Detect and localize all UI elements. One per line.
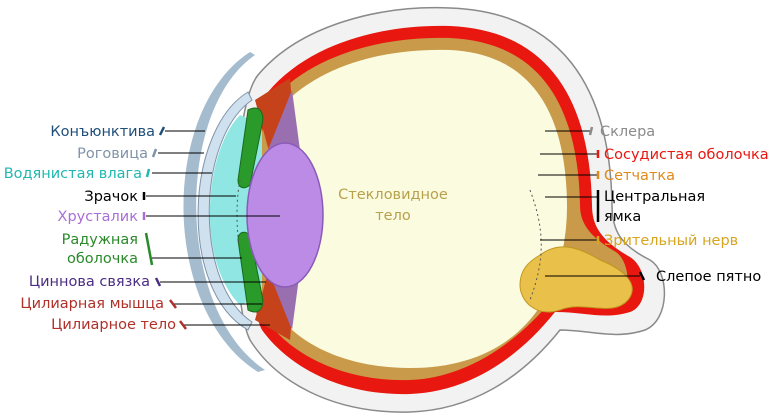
tick-zonule	[154, 277, 162, 287]
label-ticks	[142, 126, 646, 330]
leader-lines	[146, 130, 640, 326]
tick-sclera	[588, 126, 594, 136]
blind-spot-dots	[529, 189, 542, 301]
label-choroid: Сосудистая оболочка	[604, 147, 769, 163]
lens-shape	[246, 142, 324, 288]
tick-conjunctiva	[158, 126, 166, 136]
vitreous-body	[265, 49, 567, 369]
cornea-shape	[197, 91, 253, 331]
label-vitreous-line2: тело	[375, 208, 411, 224]
label-iris-line1: Радужная	[62, 232, 138, 248]
tick-iris	[144, 232, 154, 266]
label-pupil: Зрачок	[84, 189, 138, 205]
lens-axis-dots	[236, 179, 241, 251]
tick-aqueous	[145, 168, 151, 178]
label-optic-nerve: Зрительный нерв	[604, 233, 738, 249]
tick-blind-spot	[638, 271, 646, 281]
label-zonule: Циннова связка	[29, 274, 150, 290]
label-sclera: Склера	[600, 124, 655, 140]
label-ciliary-muscle: Цилиарная мышца	[20, 296, 164, 312]
label-aqueous: Водянистая влага	[4, 166, 142, 182]
tick-ciliary-body	[179, 320, 187, 330]
optic-nerve-shape	[519, 246, 633, 313]
label-lens: Хрусталик	[58, 209, 139, 225]
label-conjunctiva: Конъюнктива	[50, 124, 155, 140]
label-cornea: Роговица	[77, 146, 148, 162]
label-vitreous-line1: Стекловидное	[338, 187, 448, 203]
tick-cornea	[151, 148, 158, 158]
label-retina: Сетчатка	[604, 168, 675, 184]
label-blind-spot: Слепое пятно	[656, 269, 761, 285]
label-iris-line2: оболочка	[67, 251, 138, 267]
label-fovea-line2: ямка	[604, 209, 641, 225]
label-fovea-line1: Центральная	[604, 189, 705, 205]
tick-ciliary-muscle	[169, 299, 177, 309]
label-ciliary-body: Цилиарное тело	[51, 317, 176, 333]
conjunctiva-shape	[183, 52, 265, 372]
